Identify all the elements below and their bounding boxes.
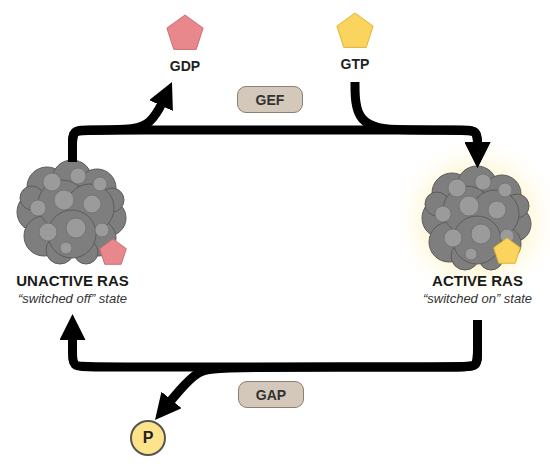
- state-title: ACTIVE RAS: [432, 272, 523, 290]
- state-subtitle: “switched on” state: [423, 290, 532, 307]
- ras-state-node: ACTIVE RAS“switched on” state: [405, 168, 550, 320]
- reaction-arrow: [355, 82, 478, 155]
- nucleotide-shape: [335, 12, 375, 50]
- reaction-arrow: [163, 320, 477, 410]
- regulator-label: GEF: [256, 88, 285, 112]
- reaction-arrow: [73, 320, 478, 367]
- regulator-box: GAP: [238, 381, 304, 408]
- ras-protein-blob: [422, 166, 531, 270]
- reaction-arrow: [73, 94, 167, 162]
- nucleotide-shape: [167, 15, 203, 49]
- reaction-arrow: [73, 130, 478, 162]
- nucleotide-node: GDP: [158, 14, 212, 82]
- nucleotide-label: GTP: [341, 56, 370, 72]
- nucleotide-shape: [165, 14, 205, 52]
- bound-gdp-symbol: [100, 239, 127, 264]
- regulator-label: GAP: [256, 383, 286, 407]
- regulator-box: GEF: [237, 86, 303, 113]
- ras-state-node: UNACTIVE RAS“switched off” state: [0, 162, 145, 314]
- nucleotide-label: GDP: [170, 58, 200, 74]
- nucleotide-shape: [337, 13, 373, 47]
- bound-gtp-symbol: [494, 238, 521, 263]
- state-subtitle: “switched off” state: [18, 290, 127, 307]
- ras-protein-blob: [17, 160, 126, 264]
- state-title: UNACTIVE RAS: [16, 272, 129, 290]
- nucleotide-node: GTP: [328, 12, 382, 82]
- activity-glow: [389, 134, 550, 306]
- phosphate-label: P: [143, 429, 154, 447]
- phosphate-circle: P: [130, 420, 166, 456]
